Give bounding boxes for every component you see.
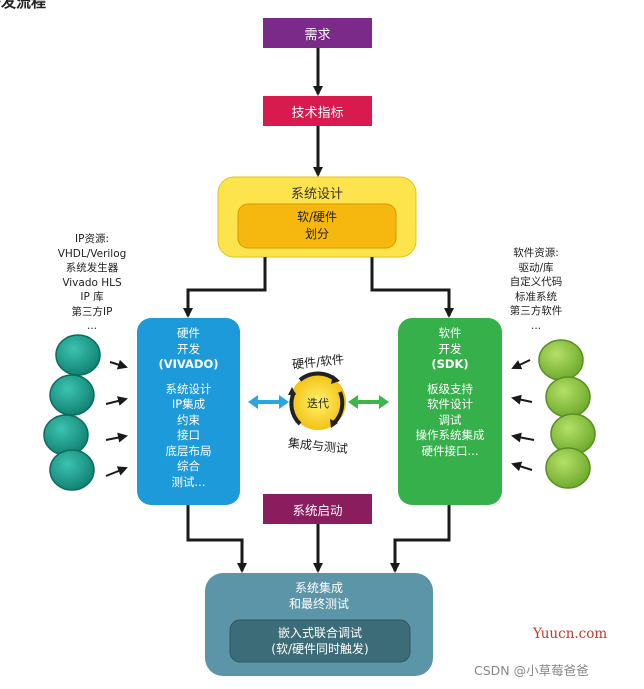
joint-debug-line-1: 嵌入式联合调试 [277, 626, 362, 640]
integration-label: 系统集成 和最终测试 [205, 580, 433, 612]
ip-resource-item: ... [86, 320, 97, 332]
hardware-dev-box [137, 318, 240, 505]
partition-line-1: 软/硬件 [296, 210, 338, 224]
hw-item: 接口 [177, 428, 200, 442]
sw-item: 硬件接口... [421, 443, 479, 458]
sw-iteration-double-arrow [348, 395, 389, 409]
joint-debug-line-2: (软/硬件同时触发) [271, 642, 369, 656]
arrow-hw-to-integration [186, 505, 247, 573]
hw-title-1: 硬件 [177, 326, 200, 340]
iteration-center-label: 迭代 [307, 397, 329, 410]
corner-title: 开发流程 [0, 0, 47, 11]
sw-resources-list: 软件资源: 驱动/库 自定义代码 标准系统 第三方软件 ... [496, 246, 576, 333]
hw-item: 综合 [177, 459, 200, 473]
ip-resource-item: IP 库 [80, 291, 104, 303]
hw-item: 系统设计 [165, 381, 212, 396]
csdn-watermark: CSDN @小草莓爸爸 [474, 663, 589, 678]
hw-title-2: 开发 [177, 341, 200, 356]
sw-resource-item: 标准系统 [515, 290, 557, 303]
sw-item: 板级支持 [427, 381, 473, 396]
joint-debug-box [229, 619, 411, 663]
sw-resource-arrows [511, 359, 535, 472]
tech-specs-label: 技术指标 [291, 105, 344, 121]
software-dev-text: 软件 开发 (SDK) 板级支持 软件设计 调试 操作系统集成 硬件接口... [398, 326, 502, 459]
sw-item: 调试 [438, 412, 462, 427]
arrow-sw-to-integration [390, 505, 451, 573]
sw-title-1: 软件 [438, 326, 462, 340]
joint-debug-label: 嵌入式联合调试 (软/硬件同时触发) [230, 620, 410, 662]
sw-resources-stack [538, 339, 596, 489]
integration-line-2: 和最终测试 [288, 597, 349, 611]
system-design-label: 系统设计 [290, 187, 343, 202]
ip-resource-item: 第三方IP [71, 305, 113, 318]
integration-line-1: 系统集成 [294, 581, 343, 595]
hw-item: 测试... [171, 474, 206, 489]
sw-resource-item: 驱动/库 [518, 261, 554, 274]
ip-resources-heading: IP资源: [75, 233, 109, 245]
arrow-design-to-hw [183, 257, 267, 318]
hw-iteration-double-arrow [248, 395, 289, 409]
hw-item: 约束 [177, 412, 200, 427]
sw-resource-item: 自定义代码 [509, 276, 563, 288]
system-boot-label: 系统启动 [292, 502, 343, 518]
ip-resource-item: VHDL/Verilog [57, 247, 127, 260]
requirements-label: 需求 [304, 27, 331, 43]
software-dev-box [398, 318, 502, 505]
ip-resources-stack [43, 334, 101, 491]
system-boot-box [263, 494, 372, 524]
partition-label: 软/硬件 划分 [238, 204, 396, 248]
partition-line-2: 划分 [304, 227, 329, 241]
sw-item: 软件设计 [427, 397, 473, 411]
tech-specs-box [263, 96, 372, 126]
sw-item: 操作系统集成 [415, 428, 485, 442]
hw-item: IP集成 [171, 397, 206, 411]
iteration-cycle-icon [288, 371, 346, 430]
partition-box [237, 203, 397, 249]
ip-resource-item: 系统发生器 [65, 262, 119, 274]
hw-title-3: (VIVADO) [158, 357, 219, 371]
yuucn-watermark: Yuucn.com [533, 626, 608, 642]
ip-resource-arrows [105, 359, 128, 477]
sw-resources-heading: 软件资源: [513, 247, 559, 259]
arrow-design-to-sw [370, 257, 454, 318]
sw-title-2: 开发 [438, 341, 462, 356]
hw-item: 底层布局 [165, 443, 212, 458]
ip-resource-item: Vivado HLS [62, 276, 122, 289]
hardware-dev-text: 硬件 开发 (VIVADO) 系统设计 IP集成 约束 接口 底层布局 综合 测… [137, 326, 240, 490]
sw-resource-item: ... [530, 319, 541, 332]
sw-title-3: (SDK) [431, 357, 469, 371]
requirements-box [263, 18, 372, 48]
ip-resources-list: IP资源: VHDL/Verilog 系统发生器 Vivado HLS IP 库… [52, 232, 132, 334]
sw-resource-item: 第三方软件 [509, 305, 563, 317]
